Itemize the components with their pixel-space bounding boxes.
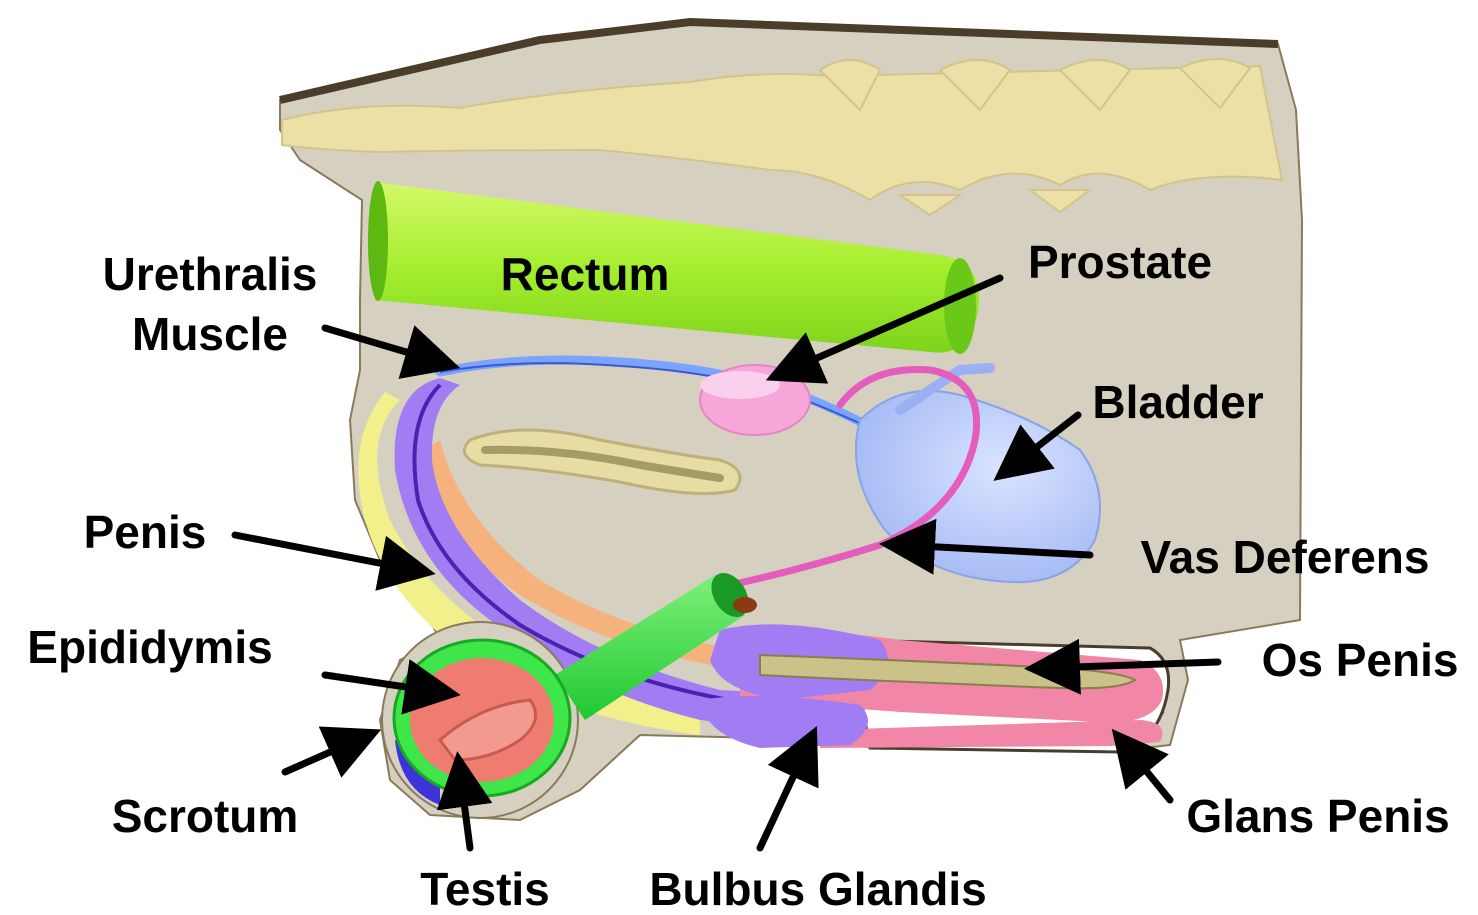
bulbus-lower xyxy=(700,696,868,748)
arrow-glans-penis xyxy=(1125,745,1170,800)
label-scrotum: Scrotum xyxy=(112,790,299,842)
label-bladder: Bladder xyxy=(1092,376,1263,428)
label-glans-penis: Glans Penis xyxy=(1186,790,1449,842)
label-urethralis-line2: Muscle xyxy=(132,308,288,360)
label-urethralis-line1: Urethralis xyxy=(103,248,318,300)
epididymis-tube-inner xyxy=(733,597,757,613)
label-bulbus-glandis: Bulbus Glandis xyxy=(649,863,986,915)
label-epididymis: Epididymis xyxy=(27,621,272,673)
label-testis: Testis xyxy=(420,863,550,915)
arrow-scrotum xyxy=(285,738,362,772)
label-penis: Penis xyxy=(84,506,207,558)
label-os-penis: Os Penis xyxy=(1262,634,1459,686)
label-prostate: Prostate xyxy=(1028,236,1212,288)
prostate-highlight xyxy=(700,371,780,399)
label-vas-deferens: Vas Deferens xyxy=(1141,531,1430,583)
label-rectum: Rectum xyxy=(501,248,670,300)
arrow-bulbus-glandis xyxy=(760,745,808,848)
